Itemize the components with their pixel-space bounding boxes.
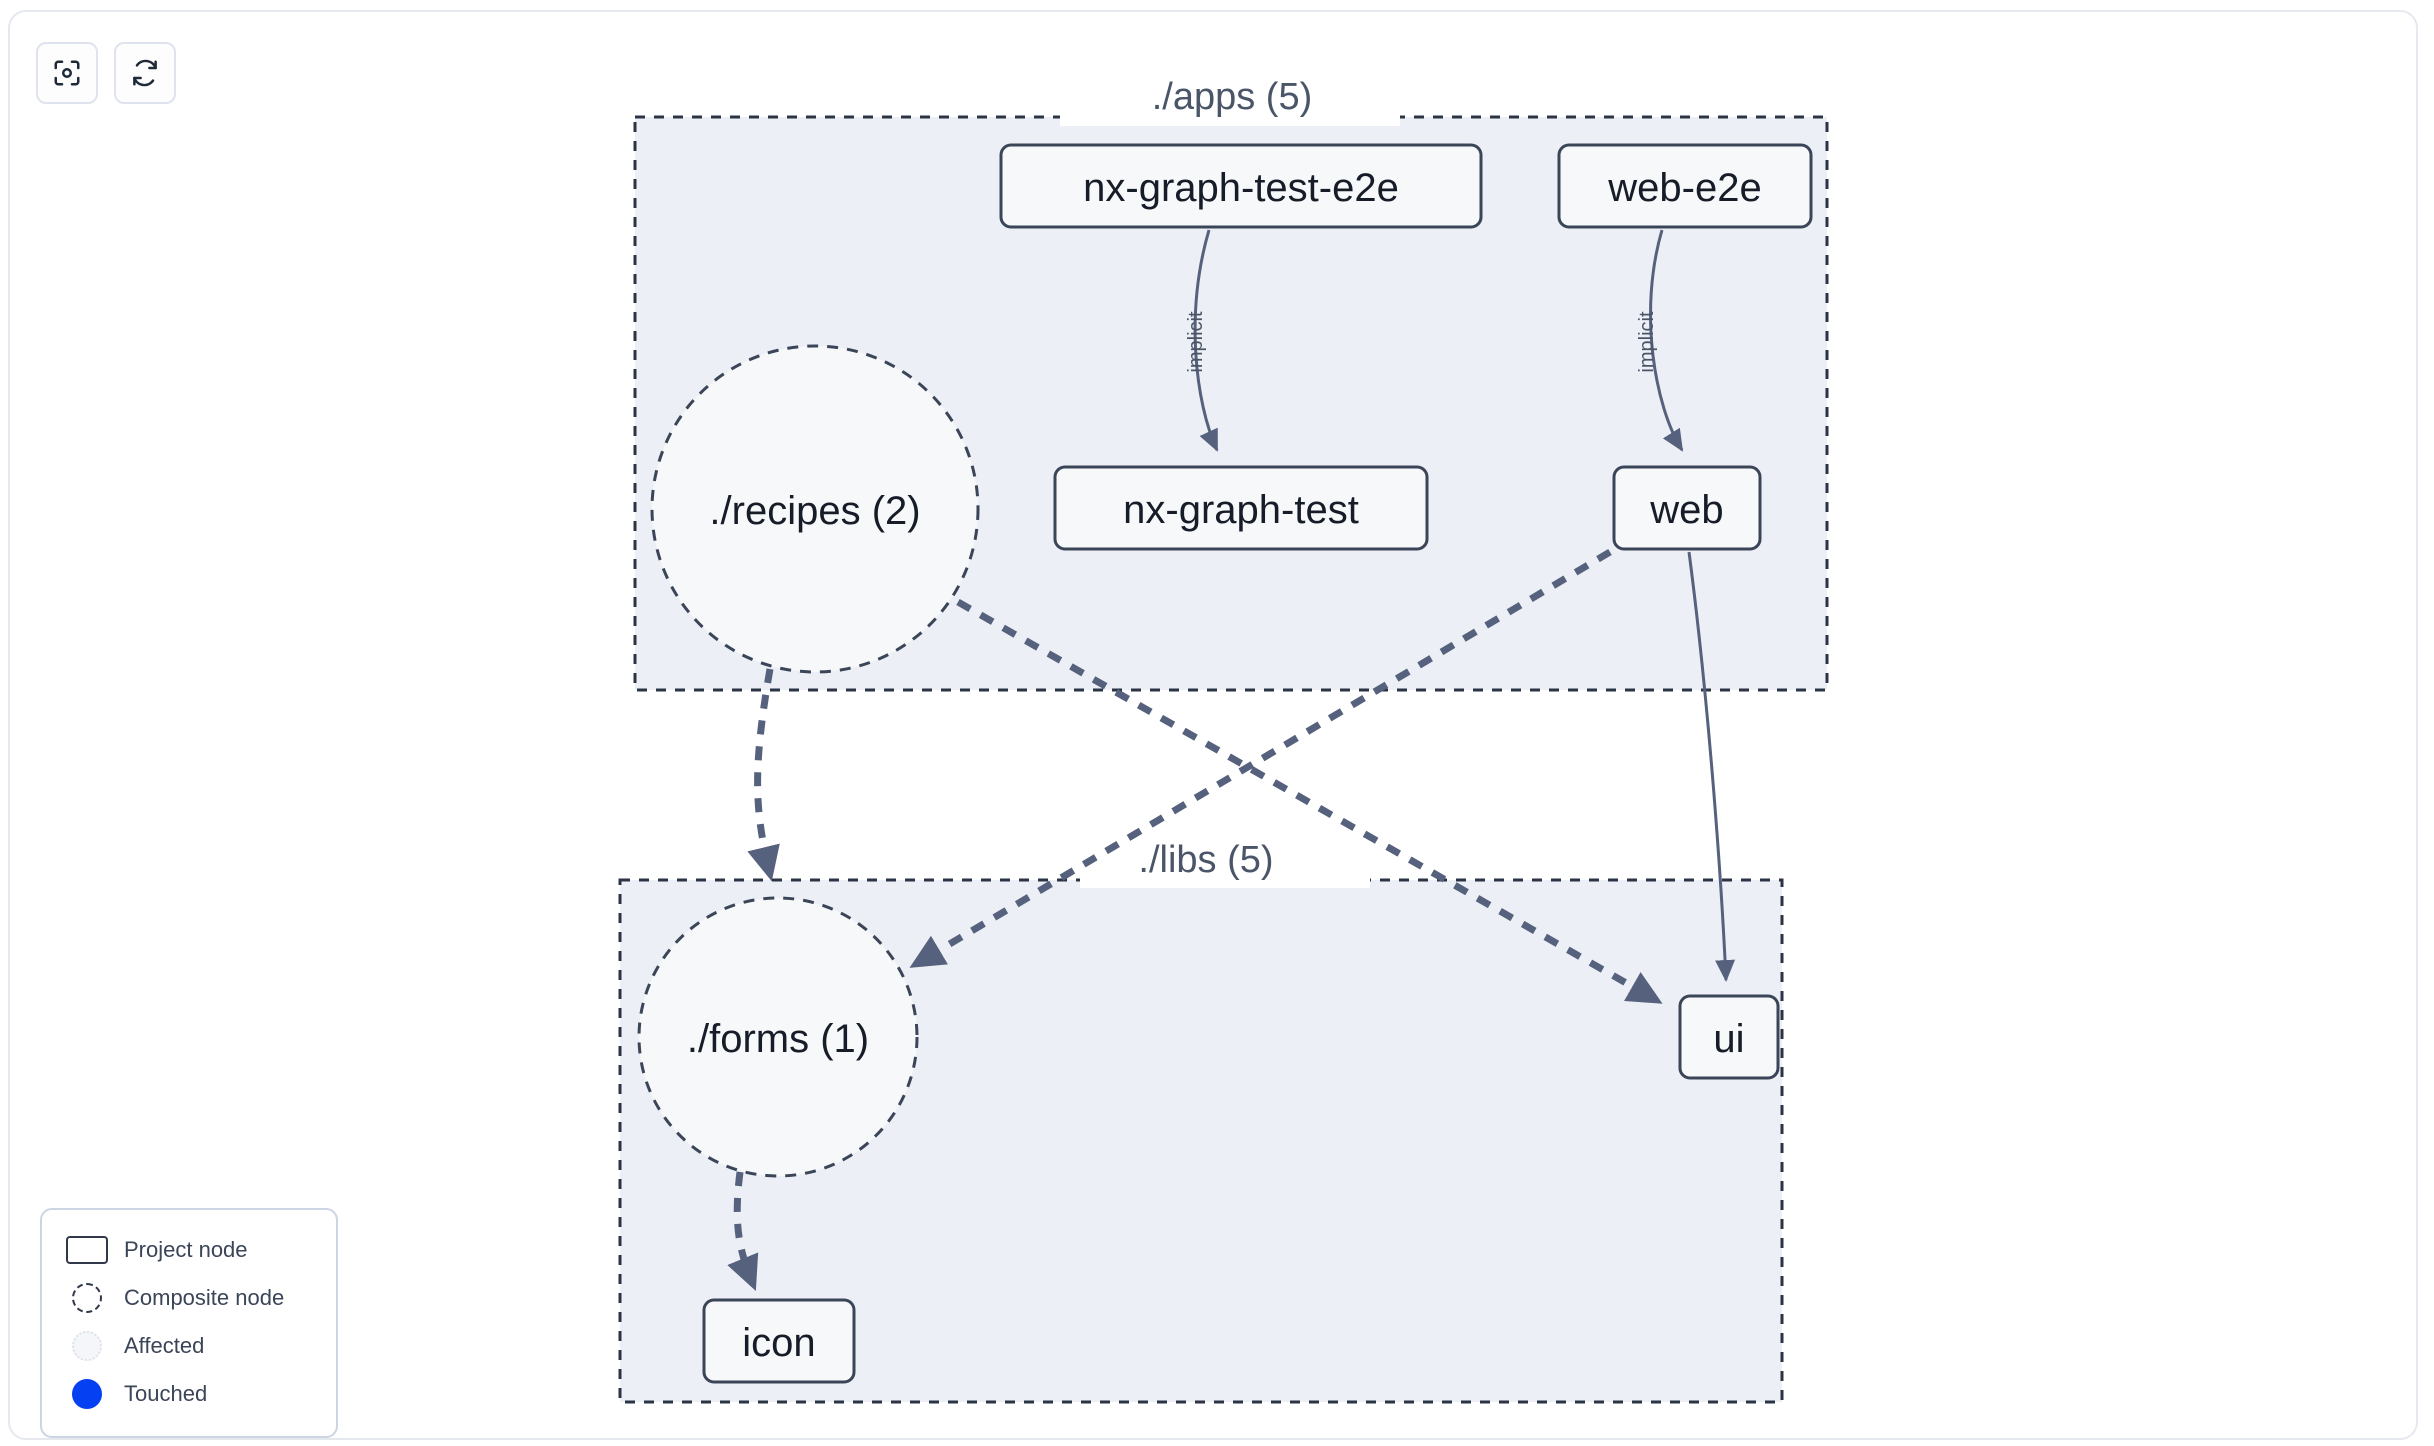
node-web-e2e[interactable]: web-e2e <box>1557 143 1813 229</box>
edge-nx-graph-test-e2e-to-nx-graph-test[interactable]: implicit <box>1185 229 1219 452</box>
node-recipes-circle[interactable] <box>650 344 980 674</box>
edge-web-to-forms[interactable] <box>909 548 1612 968</box>
group-apps-label-backdrop <box>1060 70 1400 126</box>
edge-recipes-to-ui[interactable] <box>956 598 1663 1004</box>
edge-label-implicit-2: implicit <box>1636 311 1658 373</box>
edge-label-implicit-1: implicit <box>1185 311 1207 373</box>
focus-graph-button[interactable] <box>36 42 98 104</box>
node-ui-label: ui <box>1713 1017 1744 1061</box>
affected-swatch <box>60 1331 114 1361</box>
node-web-box[interactable] <box>1612 465 1762 551</box>
legend-item-affected: Affected <box>60 1322 318 1370</box>
node-icon-box[interactable] <box>702 1298 856 1384</box>
node-nx-graph-test-e2e[interactable]: nx-graph-test-e2e <box>999 143 1483 229</box>
graph-toolbar <box>36 42 176 104</box>
node-nx-graph-test[interactable]: nx-graph-test <box>1053 465 1429 551</box>
affected-shape-icon <box>72 1331 102 1361</box>
node-forms-circle[interactable] <box>637 896 919 1178</box>
composite-node-swatch <box>60 1283 114 1313</box>
edge-recipes-to-forms[interactable] <box>747 668 780 882</box>
legend-item-touched: Touched <box>60 1370 318 1418</box>
legend-label-composite-node: Composite node <box>124 1285 285 1310</box>
legend-label-touched: Touched <box>124 1381 208 1406</box>
node-web[interactable]: web <box>1612 465 1762 551</box>
edge-web-to-ui[interactable] <box>1687 551 1736 982</box>
node-recipes-label: ./recipes (2) <box>709 489 920 533</box>
group-apps-label: ./apps (5) <box>1152 76 1313 118</box>
node-ui[interactable]: ui <box>1678 994 1780 1080</box>
refresh-graph-button[interactable] <box>114 42 176 104</box>
node-nx-graph-test-box[interactable] <box>1053 465 1429 551</box>
edge-web-e2e-to-web[interactable]: implicit <box>1636 229 1684 452</box>
legend-label-project-node: Project node <box>124 1237 248 1262</box>
focus-target-icon <box>52 58 82 88</box>
node-recipes[interactable]: ./recipes (2) <box>650 344 980 674</box>
node-web-label: web <box>1649 488 1723 532</box>
node-forms-label: ./forms (1) <box>687 1017 869 1061</box>
legend-label-affected: Affected <box>124 1333 205 1358</box>
node-web-e2e-box[interactable] <box>1557 143 1813 229</box>
node-icon[interactable]: icon <box>702 1298 856 1384</box>
node-forms[interactable]: ./forms (1) <box>637 896 919 1178</box>
node-nx-graph-test-label: nx-graph-test <box>1123 488 1359 532</box>
touched-swatch <box>60 1379 114 1409</box>
group-libs-label-backdrop <box>1080 834 1370 888</box>
node-nx-graph-test-e2e-label: nx-graph-test-e2e <box>1083 166 1399 210</box>
node-icon-label: icon <box>742 1321 815 1365</box>
graph-panel: ./apps (5) ./libs (5) <box>8 10 2418 1440</box>
graph-canvas[interactable]: ./apps (5) ./libs (5) <box>10 12 2418 1440</box>
legend-item-project-node: Project node <box>60 1226 318 1274</box>
legend-item-composite-node: Composite node <box>60 1274 318 1322</box>
refresh-icon <box>130 58 160 88</box>
node-ui-box[interactable] <box>1678 994 1780 1080</box>
touched-shape-icon <box>72 1379 102 1409</box>
group-libs-label: ./libs (5) <box>1138 839 1273 881</box>
project-node-shape-icon <box>66 1236 108 1264</box>
edge-forms-to-icon[interactable] <box>727 1171 759 1292</box>
graph-legend: Project node Composite node Affected Tou… <box>40 1208 338 1438</box>
project-node-swatch <box>60 1236 114 1264</box>
node-web-e2e-label: web-e2e <box>1607 166 1761 210</box>
composite-node-shape-icon <box>72 1283 102 1313</box>
node-nx-graph-test-e2e-box[interactable] <box>999 143 1483 229</box>
